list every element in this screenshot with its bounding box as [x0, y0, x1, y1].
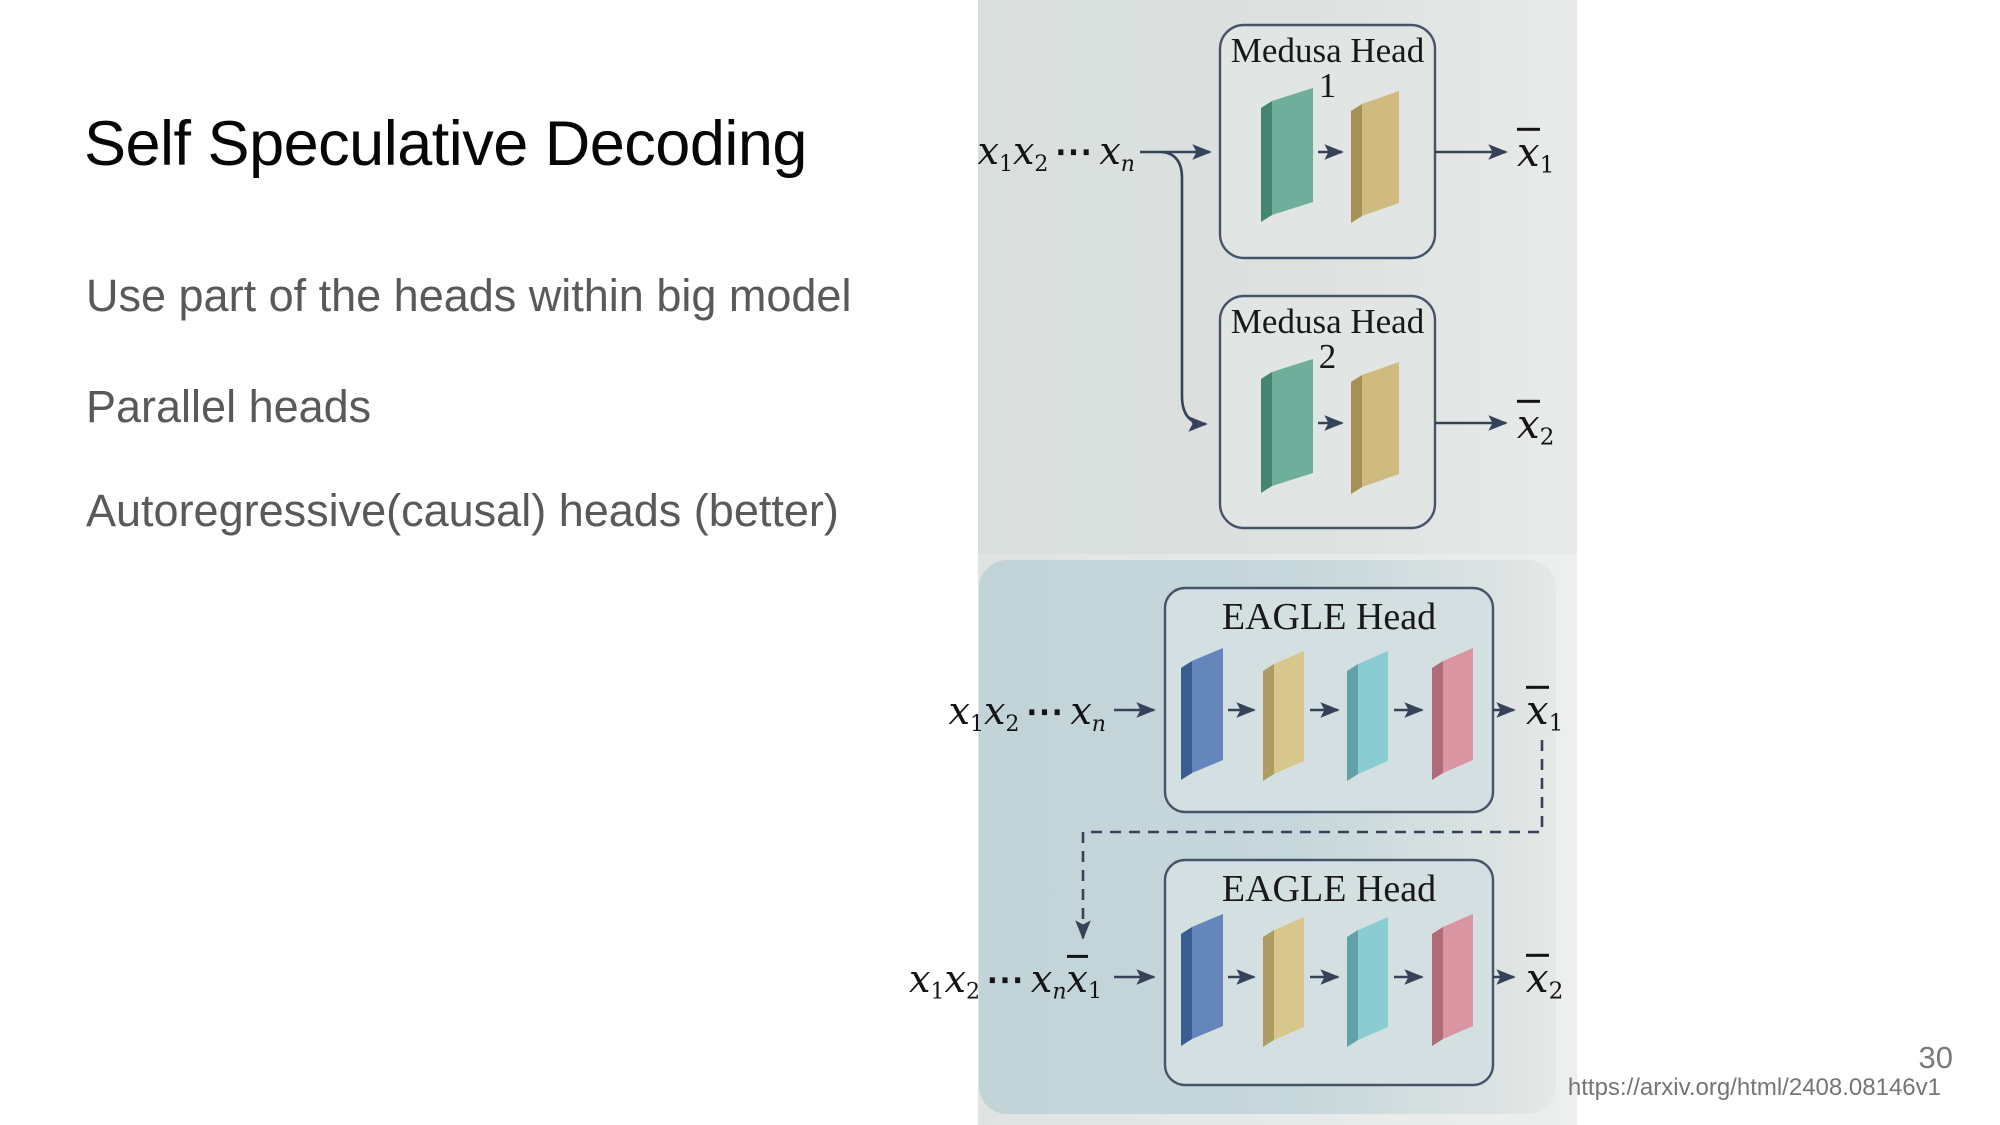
medusa-input-label: x1x2⋯xn: [977, 128, 1136, 177]
eagle2-blue-layer: [1181, 914, 1223, 1046]
medusa-head-2-title: Medusa Head 2: [1230, 302, 1425, 376]
figure-graphics: [978, 0, 1577, 1125]
eagle-input-1-label: x1x2⋯xn: [948, 688, 1107, 737]
medusa-branch-arrow: [1161, 150, 1208, 432]
medusa1-teal-layer: [1261, 88, 1313, 222]
eagle-head-2-title: EAGLE Head: [1221, 868, 1437, 910]
eagle-head-1-title: EAGLE Head: [1221, 596, 1437, 638]
eagle-output-2-label: x2: [1526, 953, 1564, 1005]
eagle1-blue-layer: [1181, 648, 1223, 780]
eagle1-pink-layer: [1432, 648, 1473, 780]
medusa2-teal-layer: [1261, 359, 1313, 493]
eagle1-cyan-layer: [1347, 651, 1388, 781]
medusa-output-2-label: x2: [1517, 399, 1555, 451]
medusa2-tan-layer: [1351, 362, 1399, 494]
bullet-parallel-heads: Parallel heads: [86, 381, 372, 432]
page-title: Self Speculative Decoding: [84, 109, 807, 179]
medusa-head-1-title: Medusa Head 1: [1230, 31, 1425, 105]
bullet-autoregressive-heads: Autoregressive(causal) heads (better): [86, 485, 839, 536]
bullet-use-part-of-heads: Use part of the heads within big model: [86, 270, 852, 321]
medusa-output-1-label: x1: [1517, 127, 1555, 179]
eagle-input-2-label: x1x2⋯xnx1: [909, 954, 1102, 1005]
eagle2-pink-layer: [1432, 914, 1473, 1046]
eagle-feedback-dashed-arrow: [1075, 740, 1544, 940]
eagle-head-1-box: [1163, 586, 1495, 814]
eagle2-cyan-layer: [1347, 917, 1388, 1047]
eagle1-khaki-layer: [1263, 651, 1304, 781]
page-number: 30: [1918, 1040, 1953, 1075]
source-url: https://arxiv.org/html/2408.08146v1: [1567, 1074, 1941, 1101]
medusa1-tan-layer: [1351, 91, 1399, 223]
eagle-output-1-label: x1: [1526, 685, 1564, 737]
eagle2-khaki-layer: [1263, 917, 1304, 1047]
